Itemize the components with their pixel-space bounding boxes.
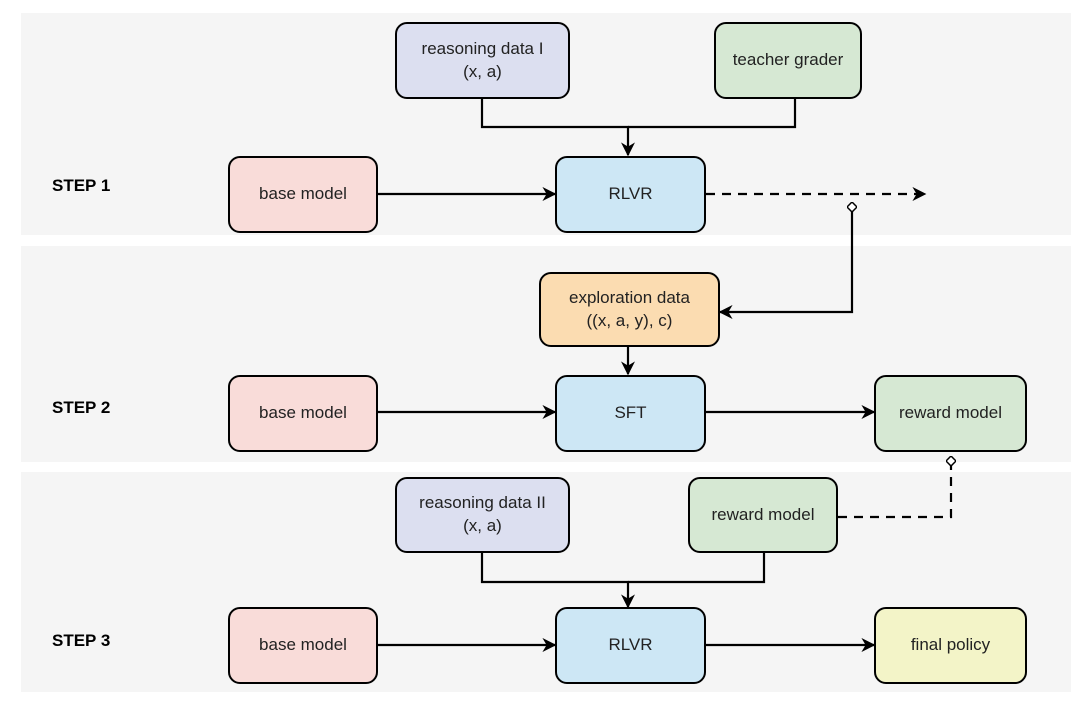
sft-node: SFT	[555, 375, 706, 452]
edge-rewardin-rlvr3	[628, 553, 766, 584]
reward-model-input-node: reward model	[688, 477, 838, 553]
base-model-3-node: base model	[228, 607, 378, 684]
final-policy-node: final policy	[874, 607, 1027, 684]
edge-teacher-rlvr1	[628, 99, 797, 129]
edge-reward-reuse	[838, 461, 951, 519]
base-model-1-node: base model	[228, 156, 378, 233]
exploration-data-node: exploration data ((x, a, y), c)	[539, 272, 720, 347]
base-model-2-node: base model	[228, 375, 378, 452]
reasoning-data-1-node: reasoning data I (x, a)	[395, 22, 570, 99]
reward-model-output-node: reward model	[874, 375, 1027, 452]
step1-label: STEP 1	[52, 176, 111, 195]
step3-label: STEP 3	[52, 631, 111, 650]
edge-rlvr1-exploration	[720, 207, 852, 312]
rlvr-1-node: RLVR	[555, 156, 706, 233]
teacher-grader-node: teacher grader	[714, 22, 862, 99]
reasoning-data-2-node: reasoning data II (x, a)	[395, 477, 570, 553]
edge-reasoning1-rlvr1	[480, 99, 635, 157]
step2-label: STEP 2	[52, 398, 111, 417]
rlvr-3-node: RLVR	[555, 607, 706, 684]
edge-reasoning2-rlvr3	[480, 553, 635, 609]
